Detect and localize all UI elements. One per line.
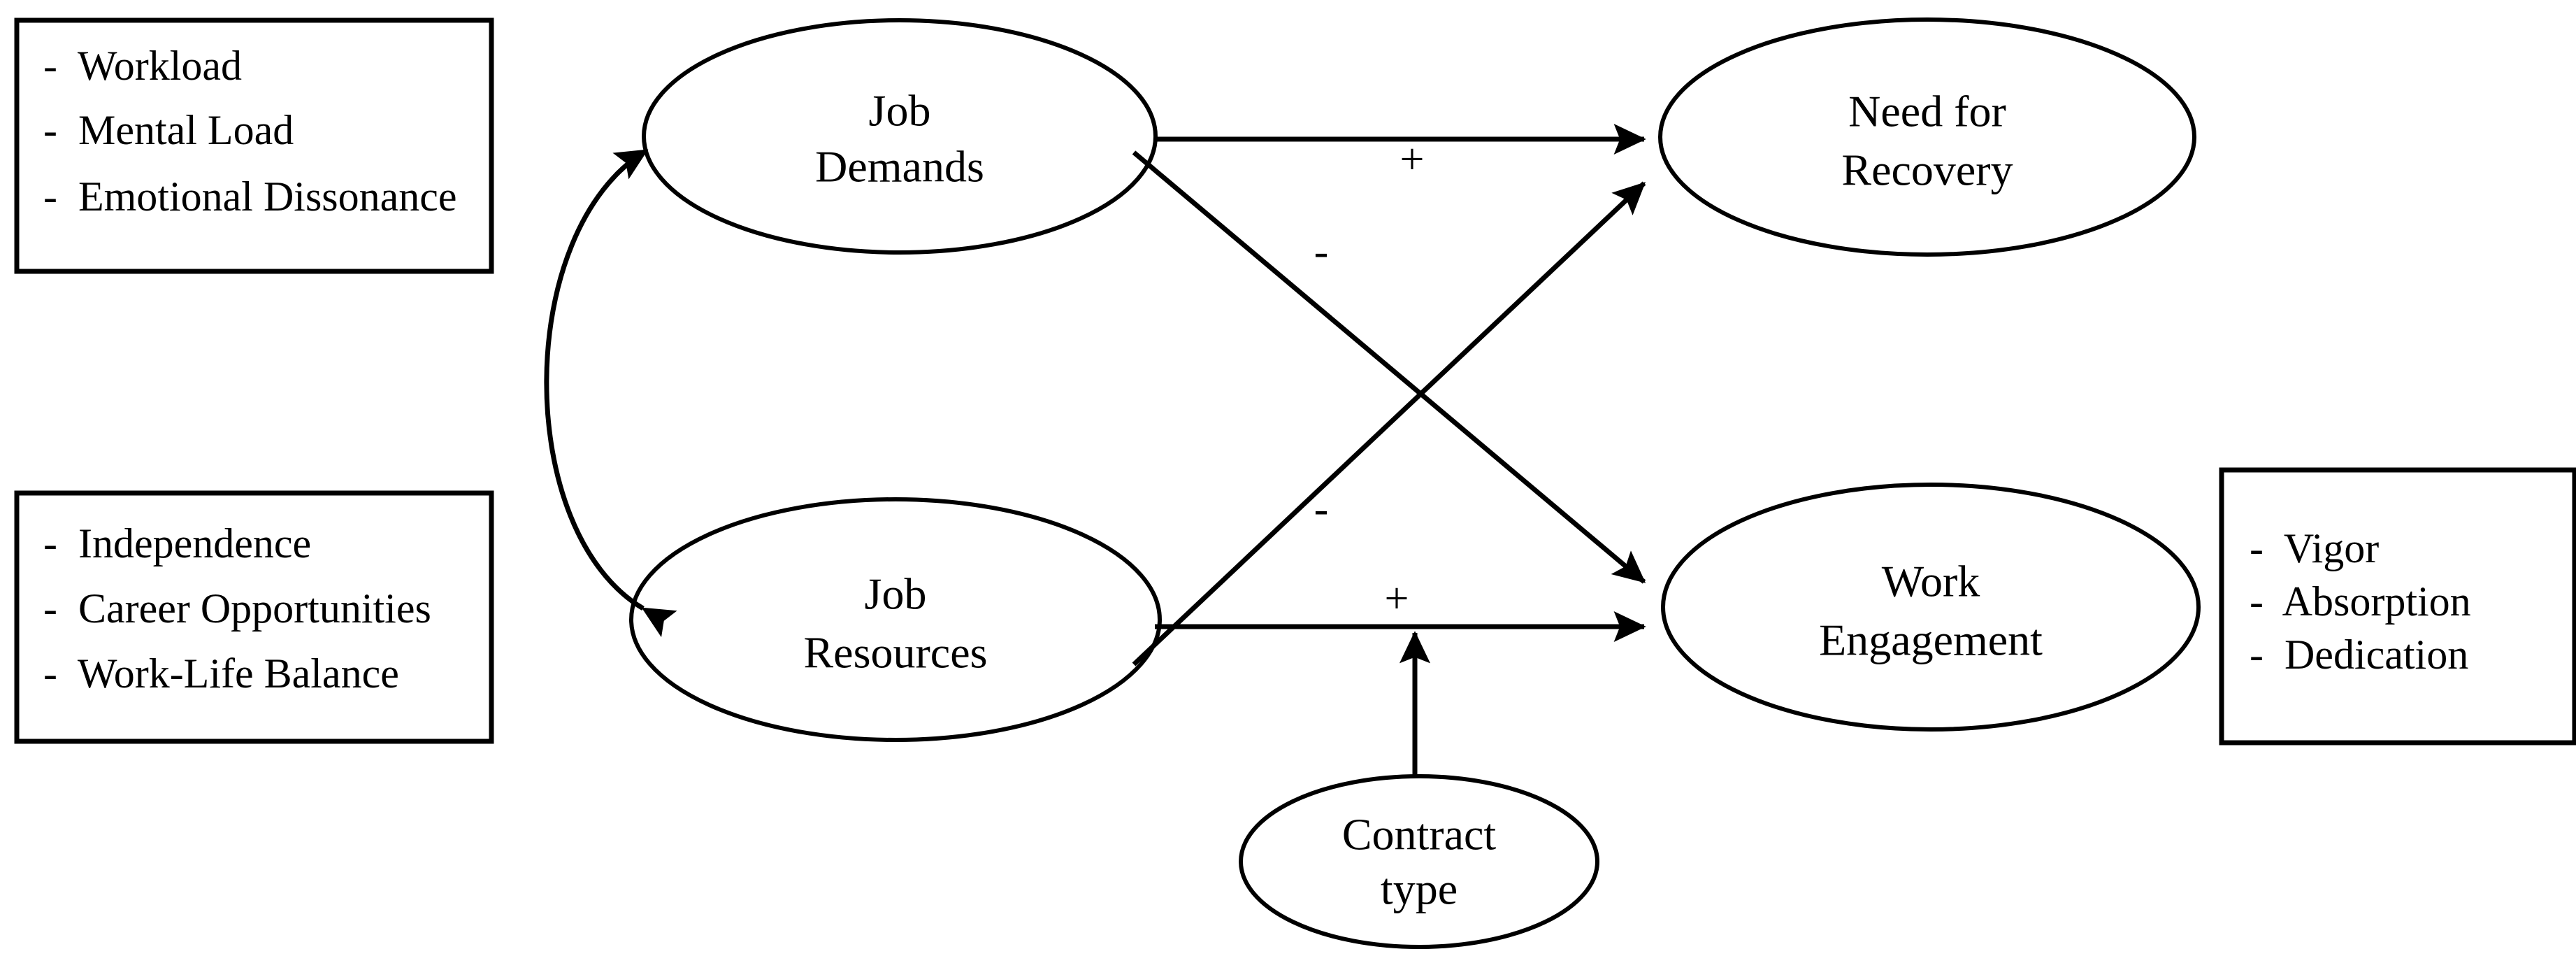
edge-resources-to-recovery: - <box>1132 181 1646 666</box>
node-job-demands-outline[interactable] <box>642 18 1158 255</box>
node-job-resources-label-line1: Job <box>865 569 927 619</box>
edge-resources-to-recovery-line <box>1132 181 1646 666</box>
job-resources-item-0: - Independence <box>43 520 311 566</box>
node-job-resources-label-line2: Resources <box>803 628 987 678</box>
job-resources-item-2: - Work-Life Balance <box>43 650 399 697</box>
job-demands-item-2: - Emotional Dissonance <box>43 173 457 220</box>
edge-resources-to-engagement: + <box>1155 575 1646 643</box>
edge-demands-to-engagement: - <box>1132 150 1646 584</box>
edge-demands-resources-covariance-curve <box>544 148 677 638</box>
job-demands-box-outline <box>14 17 494 274</box>
node-job-resources-outline[interactable] <box>629 497 1162 742</box>
edge-resources-to-engagement-sign: + <box>1385 575 1409 622</box>
node-contract-type-label-line1: Contract <box>1342 810 1497 860</box>
job-demands-indicator-box: - Workload - Mental Load - Emotional Dis… <box>14 17 494 274</box>
edge-demands-resources-covariance <box>544 148 677 638</box>
job-demands-item-0: - Workload <box>43 43 242 89</box>
node-contract-type-outline[interactable] <box>1239 774 1599 949</box>
edge-demands-to-engagement-sign: - <box>1314 228 1329 276</box>
work-engagement-indicator-box: - Vigor - Absorption - Dedication <box>2219 467 2576 746</box>
node-job-demands-label-line1: Job <box>869 86 931 136</box>
job-resources-box-outline <box>14 490 494 744</box>
edge-demands-to-recovery: + <box>1153 123 1646 183</box>
node-need-for-recovery-label-line1: Need for <box>1848 87 2006 136</box>
node-work-engagement[interactable]: Work Engagement <box>1661 483 2201 732</box>
node-job-demands-label-line2: Demands <box>815 142 984 192</box>
edge-demands-to-recovery-sign: + <box>1400 136 1425 183</box>
node-contract-type[interactable]: Contract type <box>1239 774 1599 949</box>
work-engagement-item-1: - Absorption <box>2250 578 2471 625</box>
work-engagement-box-outline <box>2219 467 2576 746</box>
node-contract-type-label-line2: type <box>1381 864 1458 914</box>
node-job-demands[interactable]: Job Demands <box>642 18 1158 255</box>
node-job-resources[interactable]: Job Resources <box>629 497 1162 742</box>
edge-resources-to-recovery-sign: - <box>1314 485 1329 533</box>
node-work-engagement-label-line2: Engagement <box>1819 615 2043 665</box>
node-work-engagement-outline[interactable] <box>1661 483 2201 732</box>
edge-demands-to-engagement-line <box>1132 150 1646 584</box>
node-need-for-recovery[interactable]: Need for Recovery <box>1658 17 2196 257</box>
work-engagement-item-0: - Vigor <box>2250 525 2379 571</box>
work-engagement-item-2: - Dedication <box>2250 632 2468 678</box>
job-demands-item-1: - Mental Load <box>43 107 294 153</box>
node-work-engagement-label-line1: Work <box>1882 557 1980 606</box>
node-need-for-recovery-label-line2: Recovery <box>1841 145 2013 195</box>
job-resources-item-1: - Career Opportunities <box>43 585 431 632</box>
job-resources-indicator-box: - Independence - Career Opportunities - … <box>14 490 494 744</box>
node-need-for-recovery-outline[interactable] <box>1658 17 2196 257</box>
